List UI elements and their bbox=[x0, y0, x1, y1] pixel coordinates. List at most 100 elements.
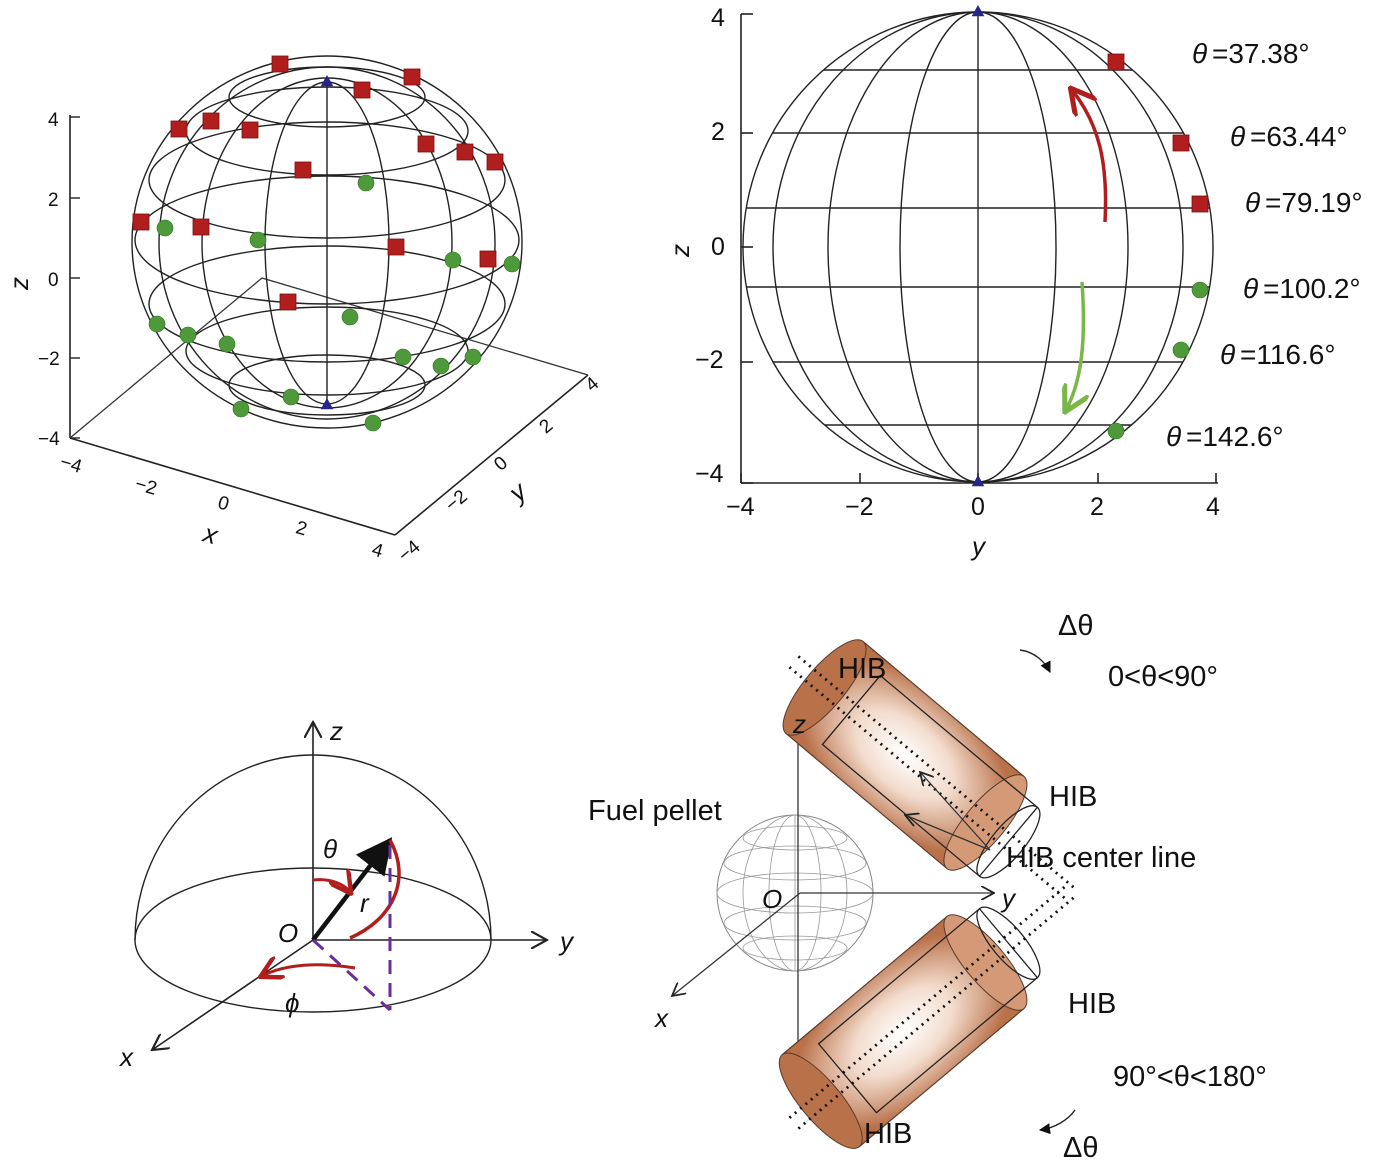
y-axis-label: y bbox=[970, 531, 987, 561]
z-axis-label: z bbox=[4, 277, 34, 291]
radius-arc bbox=[349, 839, 401, 940]
svg-text:=79.19°: =79.19° bbox=[1265, 187, 1363, 218]
z-tick-4: 4 bbox=[48, 110, 59, 131]
red-square-marker-1 bbox=[403, 68, 421, 86]
y-tick-neg4: −4 bbox=[394, 536, 424, 566]
y-tick-2: 2 bbox=[536, 415, 558, 438]
red-square-marker-12 bbox=[387, 238, 405, 256]
green-circle-marker-4 bbox=[503, 255, 521, 273]
north-pole-marker bbox=[320, 75, 334, 87]
theta-marker-points bbox=[971, 5, 1209, 487]
svg-text:θ: θ bbox=[1243, 273, 1258, 304]
beam-marker-points bbox=[132, 55, 521, 432]
green-circle-marker-1 bbox=[156, 219, 174, 237]
green-circle-marker-0 bbox=[357, 174, 375, 192]
z-tick-2: 2 bbox=[48, 190, 59, 211]
green-circle-marker-6 bbox=[179, 326, 197, 344]
theta-range-upper: 0<θ<90° bbox=[1108, 661, 1218, 693]
projection-ground-line bbox=[311, 938, 392, 1012]
z-label: z bbox=[329, 716, 343, 746]
upper-hib-cylinder bbox=[782, 639, 1076, 900]
svg-text:θ: θ bbox=[1220, 339, 1235, 370]
svg-text:θ: θ bbox=[1166, 421, 1181, 452]
north-pole-marker bbox=[971, 5, 985, 17]
svg-text:θ: θ bbox=[1245, 187, 1260, 218]
svg-text:=116.6°: =116.6° bbox=[1240, 339, 1336, 370]
panel-b-yz-projection: 4 2 0 −2 −4 z −4 −2 0 2 4 y θ =37.38° θ … bbox=[665, 4, 1363, 561]
green-circle-marker-8 bbox=[341, 308, 359, 326]
theta-circle-marker-2 bbox=[1107, 422, 1125, 440]
delta-theta-arc-upper bbox=[1019, 649, 1051, 674]
x-tick-4: 4 bbox=[369, 539, 385, 562]
y-tick-4: 4 bbox=[1206, 493, 1220, 521]
green-circle-marker-10 bbox=[464, 348, 482, 366]
delta-theta-label-lower: Δθ bbox=[1063, 1132, 1099, 1164]
y-tick-neg2: −2 bbox=[442, 486, 472, 516]
svg-text:=37.38°: =37.38° bbox=[1212, 38, 1310, 69]
green-circle-marker-5 bbox=[148, 315, 166, 333]
green-circle-marker-12 bbox=[232, 400, 250, 418]
svg-text:θ: θ bbox=[1192, 38, 1207, 69]
phi-label: ϕ bbox=[285, 988, 299, 1018]
origin-label: O bbox=[278, 918, 298, 948]
green-circle-marker-13 bbox=[282, 388, 300, 406]
z-axis-ticks bbox=[70, 116, 80, 439]
z-tick-4: 4 bbox=[711, 4, 725, 32]
x-tick-2: 2 bbox=[293, 517, 309, 540]
radius-label: r bbox=[360, 888, 370, 918]
panel-c-spherical-coordinates: z y x O θ ϕ r bbox=[118, 716, 575, 1072]
z-tick-neg4: −4 bbox=[695, 460, 724, 488]
x-label: x bbox=[653, 1003, 669, 1033]
hib-label-bottom-right: HIB bbox=[1068, 988, 1116, 1020]
z-tick-neg2: −2 bbox=[695, 346, 724, 374]
green-circle-marker-14 bbox=[364, 414, 382, 432]
svg-text:θ: θ bbox=[1230, 121, 1245, 152]
red-square-marker-3 bbox=[170, 120, 188, 138]
y-tick-4: 4 bbox=[582, 373, 604, 396]
panel-a-3d-sphere: 4 2 0 −2 −4 z −4 −2 0 2 4 x −4 −2 0 2 4 … bbox=[4, 55, 604, 566]
projection-sphere bbox=[742, 11, 1214, 483]
theta-label-6: θ =142.6° bbox=[1166, 421, 1284, 452]
x-tick-neg2: −2 bbox=[133, 474, 160, 500]
y-tick-neg4: −4 bbox=[726, 493, 755, 521]
south-pole-marker bbox=[971, 475, 985, 487]
green-circle-marker-11 bbox=[432, 357, 450, 375]
svg-text:=63.44°: =63.44° bbox=[1250, 121, 1348, 152]
red-square-marker-0 bbox=[271, 55, 289, 73]
y-tick-0: 0 bbox=[490, 453, 512, 476]
downward-arrow bbox=[1066, 281, 1083, 410]
upward-arrow bbox=[1072, 90, 1108, 223]
theta-label-5: θ =116.6° bbox=[1220, 339, 1336, 370]
panel-d-hib-beams: HIB HIB HIB HIB Δθ Δθ 0<θ<90° 90°<θ<180°… bbox=[588, 610, 1267, 1164]
center-line-pointer-2 bbox=[905, 815, 991, 851]
red-square-marker-4 bbox=[202, 112, 220, 130]
red-square-marker-7 bbox=[456, 143, 474, 161]
theta-label-3: θ =79.19° bbox=[1245, 187, 1363, 218]
theta-square-marker-0 bbox=[1107, 53, 1125, 71]
delta-theta-label-upper: Δθ bbox=[1058, 610, 1094, 642]
theta-label-4: θ =100.2° bbox=[1243, 273, 1361, 304]
y-tick-neg2: −2 bbox=[845, 493, 874, 521]
3d-axis-box bbox=[69, 115, 589, 536]
x-tick-neg4: −4 bbox=[58, 452, 85, 478]
svg-text:=100.2°: =100.2° bbox=[1263, 273, 1361, 304]
red-square-marker-14 bbox=[279, 293, 297, 311]
green-circle-marker-7 bbox=[218, 335, 236, 353]
south-pole-marker bbox=[320, 398, 334, 410]
z-axis-label: z bbox=[665, 244, 695, 258]
x-axis-arrow bbox=[672, 892, 801, 996]
theta-circle-marker-0 bbox=[1191, 281, 1209, 299]
lower-hib-cylinder bbox=[778, 885, 1076, 1149]
green-circle-marker-2 bbox=[249, 231, 267, 249]
delta-theta-arc-lower bbox=[1038, 1109, 1076, 1135]
y-tick-2: 2 bbox=[1090, 493, 1104, 521]
origin-label: O bbox=[762, 884, 782, 914]
red-square-marker-8 bbox=[486, 153, 504, 171]
theta-square-marker-1 bbox=[1172, 134, 1190, 152]
wireframe-sphere bbox=[131, 55, 523, 429]
red-square-marker-2 bbox=[353, 81, 371, 99]
hib-label-top-left: HIB bbox=[838, 653, 886, 685]
theta-label-1: θ =37.38° bbox=[1192, 38, 1310, 69]
red-square-marker-9 bbox=[294, 161, 312, 179]
